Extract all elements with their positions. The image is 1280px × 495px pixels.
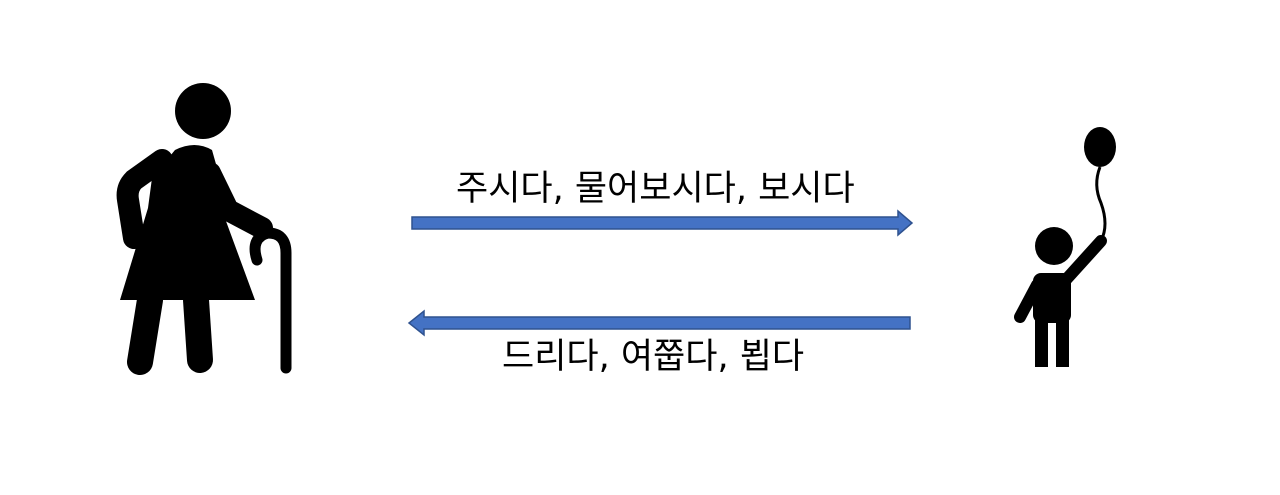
elderly-person-with-cane-icon <box>116 83 292 375</box>
top-arrow-label: 주시다, 물어보시다, 보시다 <box>456 169 855 209</box>
right-arrow-shape <box>411 209 914 237</box>
child-with-balloon-icon <box>1014 127 1116 367</box>
bottom-arrow-label: 드리다, 여쭙다, 뵙다 <box>502 337 805 377</box>
left-arrow-shape <box>407 309 911 337</box>
right-arrow <box>411 209 914 237</box>
left-arrow <box>407 309 911 337</box>
